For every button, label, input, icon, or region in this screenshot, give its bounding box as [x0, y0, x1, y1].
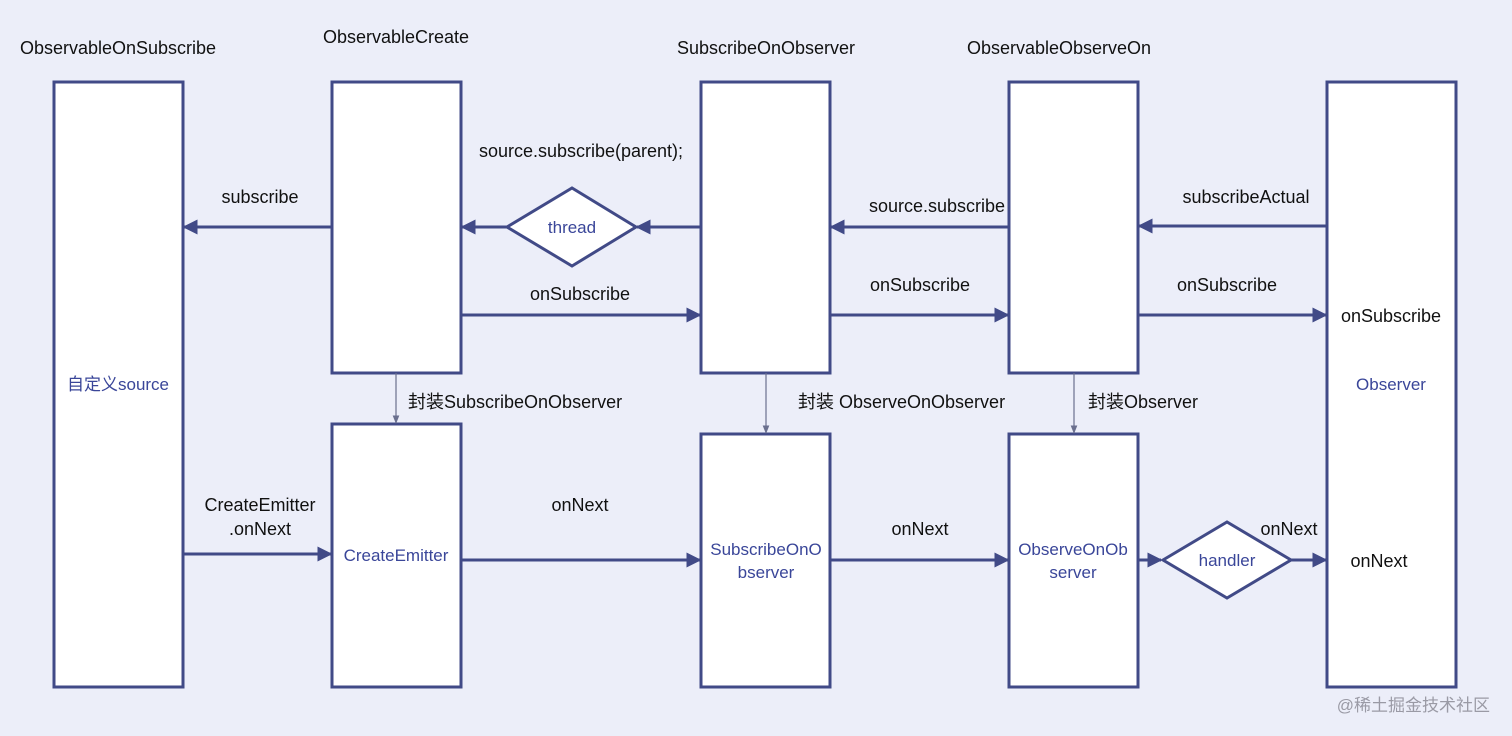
box-observe-on-observer [1007, 432, 1140, 689]
box-observable-observe-on [1007, 80, 1140, 375]
observe-on-observer-label-1: ObserveOnOb [1018, 540, 1128, 559]
subscribe-on-observer-label-1: SubscribeOnO [710, 540, 822, 559]
header-observable-observe-on: ObservableObserveOn [967, 38, 1151, 58]
label-on-subscribe-1: onSubscribe [530, 284, 630, 304]
label-wrap-subscribe-on-observer: 封装SubscribeOnObserver [408, 392, 622, 412]
label-create-emitter-on-next-2: .onNext [229, 519, 291, 539]
label-source-subscribe-parent: source.subscribe(parent); [479, 141, 683, 161]
box-observer [1325, 80, 1458, 689]
label-on-subscribe-observer: onSubscribe [1341, 306, 1441, 326]
box-custom-source [52, 80, 185, 689]
label-subscribe: subscribe [221, 187, 298, 207]
box-create-emitter [330, 422, 463, 689]
label-on-next-3: onNext [1260, 519, 1317, 539]
custom-source-label: 自定义source [67, 375, 169, 394]
label-subscribe-actual: subscribeActual [1182, 187, 1309, 207]
label-on-next-1: onNext [551, 495, 608, 515]
handler-label: handler [1199, 551, 1256, 570]
label-on-next-2: onNext [891, 519, 948, 539]
box-observable-create [330, 80, 463, 375]
label-on-subscribe-3: onSubscribe [1177, 275, 1277, 295]
subscribe-on-observer-label-2: bserver [738, 563, 795, 582]
thread-diamond [504, 186, 639, 268]
box-subscribe-on-observer-top [699, 80, 832, 375]
box-subscribe-on-observer [699, 432, 832, 689]
observe-on-observer-label-2: server [1049, 563, 1097, 582]
observer-label: Observer [1356, 375, 1426, 394]
thread-label: thread [548, 218, 596, 237]
label-source-subscribe: source.subscribe [869, 196, 1005, 216]
label-wrap-observer: 封装Observer [1088, 392, 1198, 412]
header-observable-create: ObservableCreate [323, 27, 469, 47]
header-subscribe-on-observer: SubscribeOnObserver [677, 38, 855, 58]
label-wrap-observe-on-observer: 封装 ObserveOnObserver [798, 392, 1005, 412]
header-observable-on-subscribe: ObservableOnSubscribe [20, 38, 216, 58]
label-on-subscribe-2: onSubscribe [870, 275, 970, 295]
label-on-next-observer: onNext [1350, 551, 1407, 571]
label-create-emitter-on-next-1: CreateEmitter [204, 495, 315, 515]
create-emitter-label: CreateEmitter [344, 546, 449, 565]
watermark: @稀土掘金技术社区 [1337, 696, 1490, 715]
